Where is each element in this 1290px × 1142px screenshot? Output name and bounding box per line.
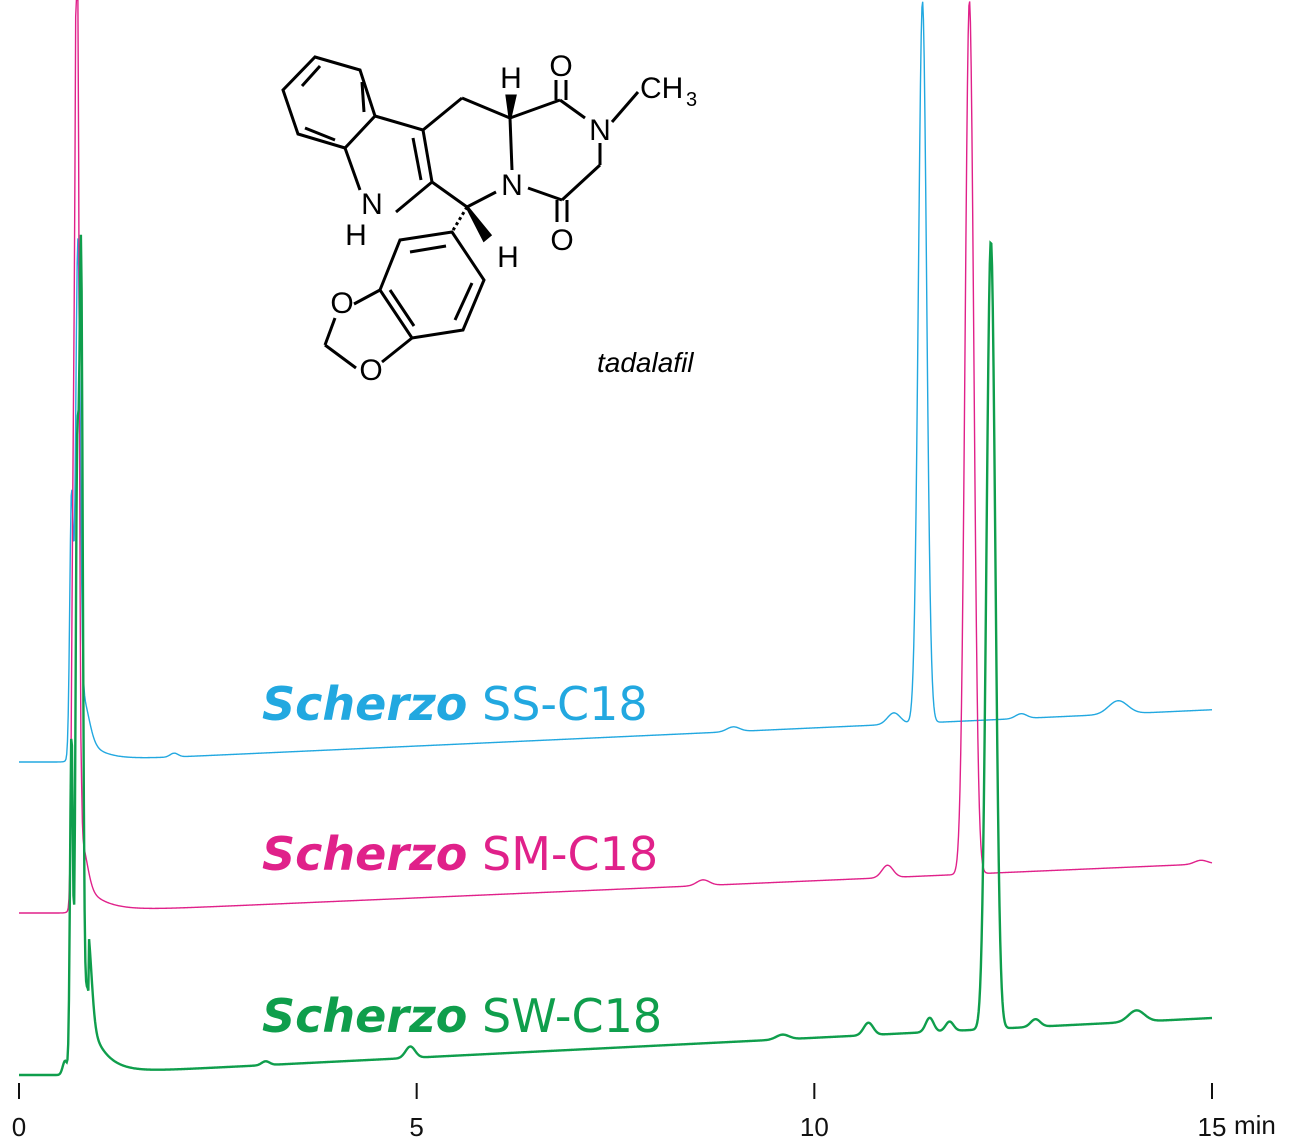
bond-c-c-double-inner: [411, 137, 423, 181]
series-suffix: SS-C18: [467, 677, 647, 731]
series-label-ss-c18: Scherzo SS-C18: [262, 677, 648, 731]
wedge-h-bottom: [465, 206, 493, 243]
aryl-inner-3: [388, 289, 416, 327]
bond-n-c: [343, 147, 362, 191]
atom-n-indole: N: [361, 188, 383, 221]
bond-ring-1: [422, 96, 463, 132]
atom-o-dioxole-1: O: [330, 287, 353, 320]
series-label-sw-c18: Scherzo SW-C18: [262, 989, 662, 1043]
x-tick-label-0: 0: [12, 1112, 26, 1142]
aryl-inner-1: [409, 244, 447, 254]
series-brand: Scherzo: [262, 989, 467, 1043]
trace-sw-c18: [19, 234, 1213, 1077]
bond-dioxole-3: [323, 317, 337, 346]
series-suffix: SM-C18: [467, 827, 658, 881]
bond-c-c: [374, 114, 424, 132]
benzene-inner-bond-2: [360, 81, 366, 113]
bond-pip-1: [509, 98, 561, 120]
atom-o-dioxole-2: O: [359, 354, 382, 387]
bond-n-methyl: [610, 91, 640, 123]
series-brand: Scherzo: [262, 827, 467, 881]
trace-ss-c18: [19, 1, 1213, 763]
bond-ring-3: [508, 117, 514, 171]
trace-sm-c18: [19, 0, 1213, 914]
bond-c-c-double: [421, 129, 434, 183]
x-tick-label-5: 5: [409, 1112, 423, 1142]
atom-h-top: H: [500, 62, 522, 95]
bond-pip-4: [560, 163, 602, 202]
atom-o-top: O: [549, 50, 572, 83]
bond-pip-2: [559, 98, 586, 120]
series-suffix: SW-C18: [467, 989, 662, 1043]
series-brand: Scherzo: [262, 677, 467, 731]
atom-n-methyl: N: [589, 114, 611, 147]
x-tick-label-15: 15: [1198, 1112, 1227, 1142]
bond-c-n: [395, 180, 433, 214]
bond-pip-5: [527, 186, 563, 202]
tadalafil-structure: [281, 55, 640, 370]
bond-to-aryl: [450, 206, 469, 233]
bond-dioxole-2: [381, 336, 413, 364]
atom-h-bottom: H: [497, 241, 519, 274]
benzene-inner-bond-1: [300, 64, 322, 88]
bond-ring-2: [461, 96, 511, 120]
atom-o-bottom: O: [550, 224, 573, 257]
x-axis-unit: min: [1234, 1110, 1276, 1140]
series-label-sm-c18: Scherzo SM-C18: [262, 827, 658, 881]
atom-h-indole: H: [345, 219, 367, 252]
molecule-caption: tadalafil: [597, 347, 694, 378]
x-tick-label-10: 10: [800, 1112, 829, 1142]
atom-ch3: CH: [640, 72, 683, 105]
benzene-inner-bond-3: [304, 126, 336, 142]
bond-ring-4: [466, 190, 497, 209]
bond-ring-5: [431, 180, 468, 209]
wedge-h-top: [505, 94, 517, 119]
benzene-ring: [281, 55, 377, 150]
atom-ch3-subscript: 3: [686, 89, 697, 111]
atom-n-ring: N: [501, 169, 523, 202]
traces: [19, 0, 1213, 1077]
bond-dioxole-4: [324, 343, 357, 370]
bond-dioxole-1: [353, 288, 381, 306]
aryl-inner-2: [453, 282, 474, 321]
